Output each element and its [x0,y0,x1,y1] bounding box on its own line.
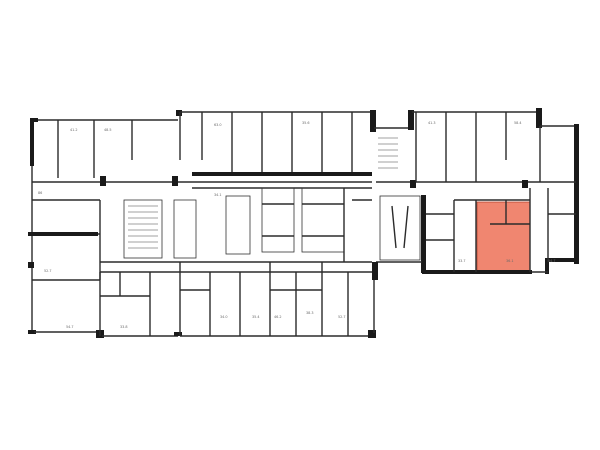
unit-area-label: 35.4 [252,315,260,319]
unit-area-label: 34.0 [220,315,228,319]
unit-area-label: 54.7 [66,325,74,329]
unit-labels: 41.2 48.5 63.0 35.6 41.3 58.4 86 52.7 34… [38,121,556,329]
interior-walls [28,112,576,336]
unit-area-label: 33.7 [458,259,466,263]
unit-area-label: 48.5 [104,128,112,132]
unit-area-label: 54.7 [548,259,556,263]
unit-area-label: 36.1 [506,259,514,263]
unit-area-label: 41.2 [70,128,78,132]
unit-area-label: 58.4 [514,121,522,125]
unit-area-label: 86 [38,191,42,195]
unit-area-label: 34.1 [214,193,222,197]
highlighted-apartment[interactable] [476,201,531,274]
unit-area-label: 63.0 [214,123,222,127]
stairs-east [378,137,398,169]
unit-area-label: 33.8 [120,325,128,329]
unit-area-label: 52.7 [44,269,52,273]
unit-area-label: 46.2 [274,315,282,319]
unit-area-label: 35.6 [302,121,310,125]
unit-area-label: 41.3 [428,121,436,125]
unit-area-label: 52.7 [338,315,346,319]
stairs-west [128,205,158,249]
unit-area-label: 38.3 [306,311,314,315]
